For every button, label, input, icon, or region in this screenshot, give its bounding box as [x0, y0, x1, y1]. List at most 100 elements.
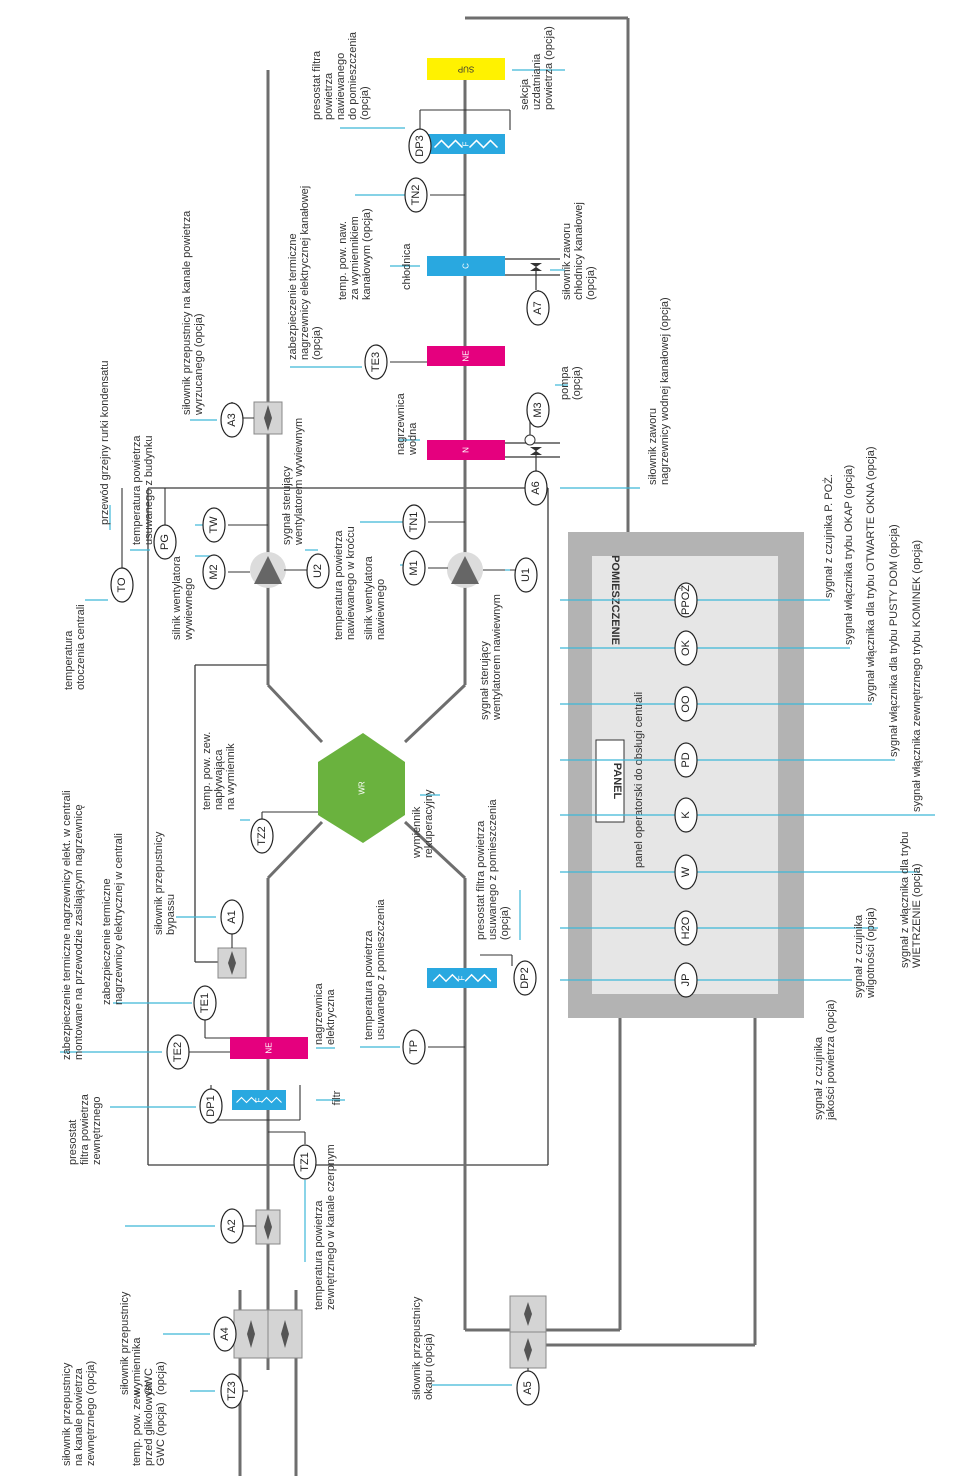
duct-cooler-label: C — [462, 263, 471, 269]
node-m2-circle — [202, 554, 226, 590]
air-treatment-section-label: SUP — [458, 65, 474, 74]
label-wr-1: wymiennik — [411, 806, 423, 859]
label-dp3-1: presostat filtra — [311, 50, 323, 120]
label-dp2-3: (opcja) — [499, 906, 511, 940]
node-te3-circle — [364, 344, 388, 380]
node-u2: U2 — [306, 553, 330, 589]
duct-cooler — [427, 256, 505, 276]
node-tz2-label: TZ2 — [256, 826, 268, 846]
node-dp3-circle — [408, 128, 432, 164]
label-te2-1: zabezpieczenie termiczne nagrzewnicy ele… — [61, 790, 73, 1060]
node-h2o-circle — [674, 910, 698, 946]
label-u2-1: sygnał sterujący — [281, 466, 293, 545]
node-a3-circle — [220, 402, 244, 438]
label-jp-2: jakości powietrza (opcja) — [825, 1000, 837, 1121]
node-a4-circle — [213, 1316, 237, 1352]
label-m3-2: (opcja) — [571, 366, 583, 400]
node-tz2: TZ2 — [250, 818, 274, 854]
node-dp1: DP1 — [199, 1088, 223, 1124]
label-te3-2: nagrzewnicy elektrycznej kanałowej — [299, 186, 311, 360]
node-tz1-circle — [293, 1144, 317, 1180]
node-w: W — [674, 854, 698, 890]
node-pd-circle — [674, 742, 698, 778]
cooler-valve-icon — [530, 263, 542, 271]
node-te1-label: TE1 — [199, 993, 211, 1013]
label-te2-2: montowane na przewodzie zasilającym nagr… — [73, 804, 85, 1060]
panel-box-label: PANEL — [611, 763, 623, 800]
node-oo-label: OO — [680, 695, 692, 713]
node-tz2-circle — [250, 818, 274, 854]
label-te1-2: nagrzewnicy elektrycznej w centrali — [113, 833, 125, 1005]
label-a3-1: siłownik przepustnicy na kanale powietrz… — [181, 210, 193, 415]
label-n-2: wodna — [407, 422, 419, 456]
pump-icon — [524, 434, 536, 446]
label-dp1-3: zewnętrznego — [91, 1097, 103, 1166]
label-tn1-2: nawiewanego w kroćcu — [345, 526, 357, 640]
node-m1: M1 — [402, 550, 426, 586]
label-leaders — [60, 69, 935, 1392]
label-a2-1: siłownik przepustnicy — [61, 1362, 73, 1466]
label-ok: sygnał włącznika trybu OKAP (opcja) — [843, 465, 855, 645]
node-m2: M2 — [202, 554, 226, 590]
label-jp-1: sygnał z czujnika — [813, 1036, 825, 1120]
node-a1: A1 — [220, 899, 244, 935]
label-dp3-3: nawiewanego — [335, 53, 347, 120]
electric-heater — [230, 1037, 308, 1059]
label-tp-1: temperatura powietrza — [363, 930, 375, 1040]
node-a6-label: A6 — [530, 481, 542, 494]
node-ppoz-circle — [674, 582, 698, 618]
node-u1-label: U1 — [520, 568, 532, 582]
node-a7: A7 — [526, 290, 550, 326]
node-tn2: TN2 — [404, 177, 428, 213]
label-u2-2: wentylatorem wywiewnym — [293, 418, 305, 546]
node-oo: OO — [674, 686, 698, 722]
label-sup-2: uzdatniania — [531, 53, 543, 110]
label-tz2-1: temp. pow. zew. — [201, 732, 213, 810]
label-pd: sygnał włącznika dla trybu PUSTY DOM (op… — [888, 524, 900, 757]
node-a2: A2 — [220, 1208, 244, 1244]
label-a4-4: (opcja) — [155, 1361, 167, 1395]
air-treatment-section — [427, 58, 505, 80]
label-a6-1: siłownik zaworu — [647, 408, 659, 485]
label-dp3-4: do pomieszczenia — [347, 31, 359, 120]
node-te2-circle — [166, 1034, 190, 1070]
label-te1-1: zabezpieczenie termiczne — [101, 878, 113, 1005]
node-te2: TE2 — [166, 1034, 190, 1070]
label-a5-2: okapu (opcja) — [423, 1333, 435, 1400]
node-a5-circle — [516, 1370, 540, 1406]
node-a4-label: A4 — [219, 1327, 231, 1340]
label-a5-1: siłownik przepustnicy — [411, 1296, 423, 1400]
label-m2-2: wywiewnego — [183, 578, 195, 641]
node-tz3-circle — [220, 1373, 244, 1409]
label-u1-1: sygnał sterujący — [479, 641, 491, 720]
node-pg: PG — [153, 524, 177, 560]
label-tz3-2: przed glikolowym — [143, 1382, 155, 1466]
node-m3-label: M3 — [532, 402, 544, 417]
label-a7-2: chłodnicy kanałowej — [573, 202, 585, 300]
exhaust-fan — [250, 552, 286, 588]
panel-caption: panel operatorski do obsługi centrali — [633, 692, 645, 868]
filter-exhaust-label: F — [458, 975, 467, 980]
label-u1-2: wentylatorem nawiewnym — [491, 594, 503, 721]
supply-fan — [447, 552, 483, 588]
cooler-valve-lines — [505, 258, 560, 478]
label-sup-1: sekcja — [519, 78, 531, 110]
label-wr-2: rekuperacyjny — [423, 789, 435, 858]
node-dp3-label: DP3 — [414, 135, 426, 156]
label-tn2-3: kanałowym (opcja) — [361, 208, 373, 300]
filter-exhaust — [427, 968, 497, 988]
node-pg-label: PG — [159, 534, 171, 550]
label-a1-1: siłownik przepustnicy — [153, 831, 165, 935]
label-to-1: temperatura — [63, 630, 75, 690]
label-m2-1: silnik wentylatora — [171, 555, 183, 640]
label-dp1-1: presostat — [67, 1120, 79, 1165]
label-a2-3: zewnętrznego (opcja) — [85, 1361, 97, 1466]
node-dp2-label: DP2 — [519, 967, 531, 988]
water-heater-label: N — [462, 447, 471, 453]
node-u1-circle — [514, 557, 538, 593]
label-n-1: nagrzewnica — [395, 392, 407, 455]
node-u2-circle — [306, 553, 330, 589]
node-ok-label: OK — [680, 639, 692, 656]
label-ne1-1: nagrzewnica — [313, 982, 325, 1045]
